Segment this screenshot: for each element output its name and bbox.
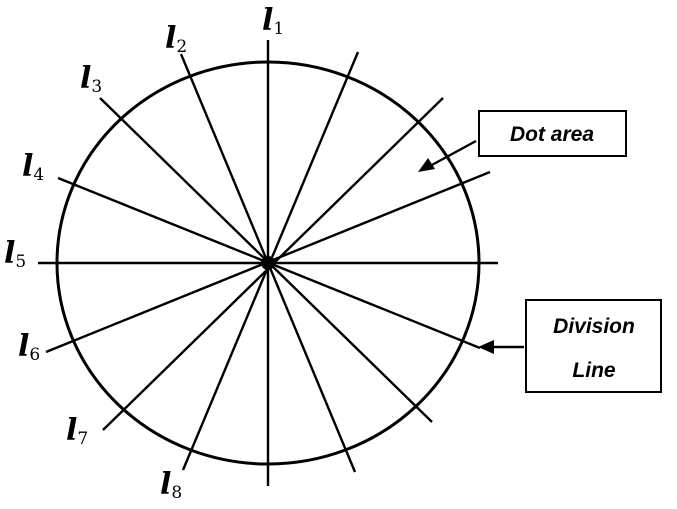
label-l2: l2 — [165, 21, 187, 57]
division-line-box — [525, 299, 662, 393]
dot-area-arrow-head — [418, 158, 435, 172]
label-l4: l4 — [22, 149, 44, 185]
label-l7: l7 — [66, 413, 88, 449]
dot-area-callout: Dot area — [418, 110, 627, 172]
dot-area-label: Dot area — [510, 123, 594, 146]
dot-area-box — [478, 110, 627, 157]
division-line-arrow-head — [478, 340, 494, 354]
center-dot — [261, 256, 275, 270]
division-line-label-2: Line — [572, 359, 615, 382]
label-l1: l1 — [262, 3, 284, 39]
label-l3: l3 — [80, 61, 102, 97]
division-line-label-1: Division — [553, 315, 635, 338]
dot-area-arrow-shaft — [429, 139, 477, 168]
label-l5: l5 — [4, 236, 26, 272]
label-l6: l6 — [18, 329, 40, 365]
label-l8: l8 — [160, 467, 182, 503]
division-line-callout: Division Line — [478, 299, 662, 393]
